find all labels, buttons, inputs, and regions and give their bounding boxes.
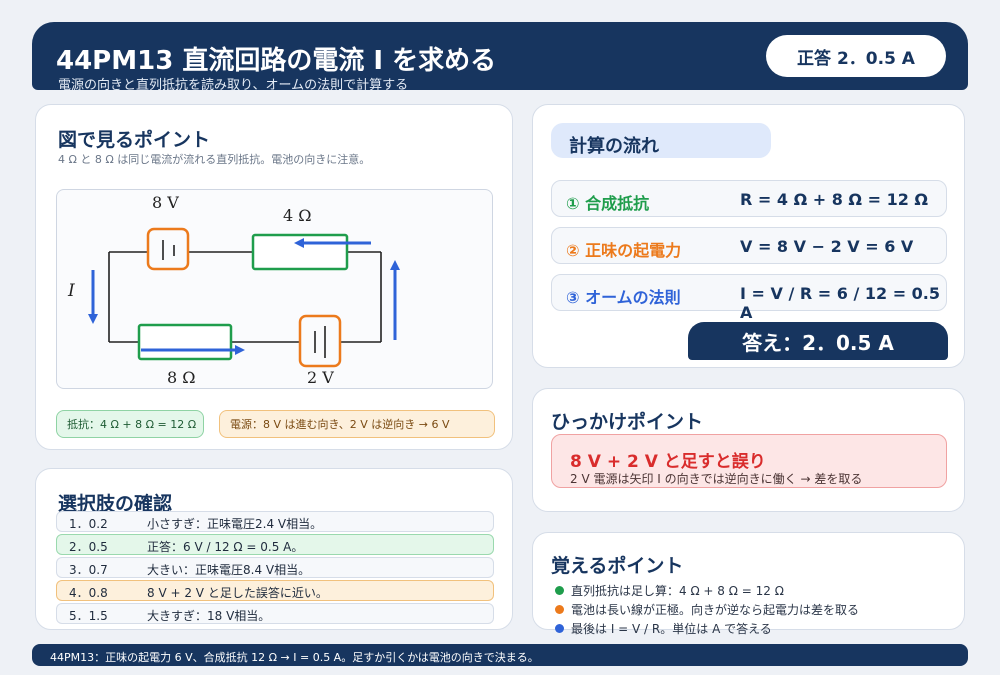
bullet-item: 電池は長い線が正極。向きが逆なら起電力は差を取る [555, 601, 859, 618]
page-subtitle: 電源の向きと直列抵抗を読み取り、オームの法則で計算する [58, 78, 409, 93]
bullet-dot [555, 624, 564, 633]
label-4-ohm: 4 Ω [283, 206, 312, 225]
bullet-item: 最後は I = V / R。単位は A で答える [555, 620, 772, 637]
battery-8v-highlight [146, 227, 190, 271]
step-combined-resistance: ① 合成抵抗 R = 4 Ω + 8 Ω = 12 Ω [551, 180, 947, 217]
step-ohms-law: ③ オームの法則 I = V / R = 6 / 12 = 0.5 A [551, 274, 947, 322]
figure-card-subtitle: 4 Ω と 8 Ω は同じ電流が流れる直列抵抗。電池の向きに注意。 [58, 153, 371, 166]
step-equation: I = V / R = 6 / 12 = 0.5 A [740, 284, 941, 322]
figure-card-title: 図で見るポイント [58, 129, 211, 151]
step-label: ③ オームの法則 [566, 288, 681, 307]
step-equation: V = 8 V − 2 V = 6 V [740, 237, 914, 256]
option-text: 8 V + 2 V と足した誤答に近い。 [147, 586, 328, 600]
option-text: 正答：6 V / 12 Ω = 0.5 A。 [147, 540, 304, 554]
resistance-chip: 抵抗：4 Ω + 8 Ω = 12 Ω [56, 410, 204, 438]
bullet-text: 電池は長い線が正極。向きが逆なら起電力は差を取る [571, 603, 860, 617]
resistor-8-ohm [137, 323, 233, 361]
footer-summary: 44PM13：正味の起電力 6 V、合成抵抗 12 Ω → I = 0.5 A。… [32, 644, 968, 666]
bullet-dot [555, 605, 564, 614]
trap-main-text: 8 V + 2 V と足すと誤り [570, 452, 766, 472]
figure-card: 図で見るポイント 4 Ω と 8 Ω は同じ電流が流れる直列抵抗。電池の向きに注… [35, 104, 513, 450]
step-label: ② 正味の起電力 [566, 241, 682, 260]
option-row: 1．0.2 小さすぎ：正味電圧2.4 V相当。 [56, 511, 494, 532]
source-chip: 電源：8 V は進む向き、2 V は逆向き → 6 V [219, 410, 495, 438]
current-arrow-top-head [294, 238, 304, 248]
option-number: 5．1.5 [69, 609, 108, 623]
circuit-diagram: 8 V 4 Ω I 8 Ω 2 V [56, 189, 493, 389]
current-arrow-bottom-head [235, 345, 245, 355]
option-text: 大きすぎ：18 V相当。 [147, 609, 271, 623]
answer-badge: 正答 2．0.5 A [766, 35, 946, 77]
options-card: 選択肢の確認 1．0.2 小さすぎ：正味電圧2.4 V相当。 2．0.5 正答：… [35, 468, 513, 630]
label-8-ohm: 8 Ω [167, 368, 196, 387]
option-number: 2．0.5 [69, 540, 108, 554]
bullet-item: 直列抵抗は足し算：4 Ω + 8 Ω = 12 Ω [555, 582, 784, 599]
option-row-correct: 2．0.5 正答：6 V / 12 Ω = 0.5 A。 [56, 534, 494, 555]
remember-card-title: 覚えるポイント [551, 555, 684, 577]
trap-card-title: ひっかけポイント [551, 411, 704, 433]
option-text: 小さすぎ：正味電圧2.4 V相当。 [147, 517, 323, 531]
trap-sub-text: 2 V 電源は矢印 I の向きでは逆向きに働く → 差を取る [570, 472, 863, 486]
calculation-card: 計算の流れ ① 合成抵抗 R = 4 Ω + 8 Ω = 12 Ω ② 正味の起… [532, 104, 965, 368]
current-arrow-left-head [88, 314, 98, 324]
label-2v: 2 V [307, 368, 334, 387]
step-net-emf: ② 正味の起電力 V = 8 V − 2 V = 6 V [551, 227, 947, 264]
option-text: 大きい：正味電圧8.4 V相当。 [147, 563, 311, 577]
final-answer: 答え：2．0.5 A [688, 322, 948, 360]
bullet-dot [555, 586, 564, 595]
option-row-distractor: 4．0.8 8 V + 2 V と足した誤答に近い。 [56, 580, 494, 601]
label-current-i: I [67, 281, 75, 301]
label-8v: 8 V [152, 193, 179, 212]
bullet-text: 最後は I = V / R。単位は A で答える [571, 622, 772, 636]
bullet-text: 直列抵抗は足し算：4 Ω + 8 Ω = 12 Ω [571, 584, 784, 598]
remember-card: 覚えるポイント 直列抵抗は足し算：4 Ω + 8 Ω = 12 Ω 電池は長い線… [532, 532, 965, 636]
header-banner: 44PM13 直流回路の電流 I を求める 電源の向きと直列抵抗を読み取り、オー… [32, 22, 968, 93]
battery-2v-highlight [298, 314, 342, 368]
options-card-title: 選択肢の確認 [58, 493, 173, 515]
option-number: 1．0.2 [69, 517, 108, 531]
option-row: 3．0.7 大きい：正味電圧8.4 V相当。 [56, 557, 494, 578]
step-label: ① 合成抵抗 [566, 194, 650, 213]
option-number: 4．0.8 [69, 586, 108, 600]
option-row: 5．1.5 大きすぎ：18 V相当。 [56, 603, 494, 624]
circuit-svg: 8 V 4 Ω I 8 Ω 2 V [67, 193, 400, 387]
current-arrow-right-head [390, 260, 400, 270]
calculation-card-title: 計算の流れ [551, 123, 771, 158]
option-number: 3．0.7 [69, 563, 108, 577]
page-title: 44PM13 直流回路の電流 I を求める [56, 46, 497, 76]
step-equation: R = 4 Ω + 8 Ω = 12 Ω [740, 190, 929, 209]
trap-card: ひっかけポイント 8 V + 2 V と足すと誤り 2 V 電源は矢印 I の向… [532, 388, 965, 512]
trap-callout: 8 V + 2 V と足すと誤り 2 V 電源は矢印 I の向きでは逆向きに働く… [551, 434, 947, 488]
